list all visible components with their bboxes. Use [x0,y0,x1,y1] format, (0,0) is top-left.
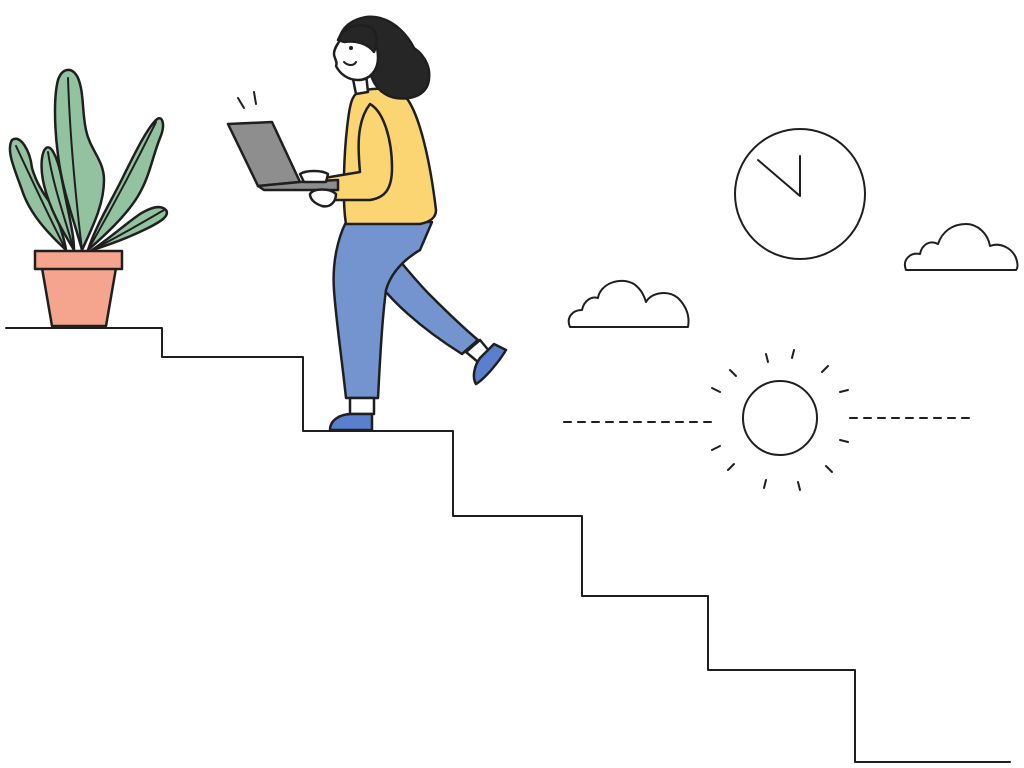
front-leg [328,220,434,432]
left-shoe [328,412,374,432]
eye [349,46,353,50]
woman-with-laptop-icon [226,15,508,432]
sun-rays [711,349,849,491]
cloud-icon-2 [904,223,1019,271]
clock-hands [757,155,801,197]
plant-pot [33,249,124,328]
staircase [5,327,1011,763]
hand-holding [308,188,338,208]
cloud-icon [567,279,690,328]
hand-typing [298,169,330,184]
arm [322,102,394,202]
potted-plant-icon [8,68,169,328]
clock-icon [734,128,866,260]
smile [343,61,357,66]
sun-icon [563,349,977,491]
laptop-screen [226,120,302,188]
right-shoe [472,342,508,386]
plant-leaves [8,68,169,252]
